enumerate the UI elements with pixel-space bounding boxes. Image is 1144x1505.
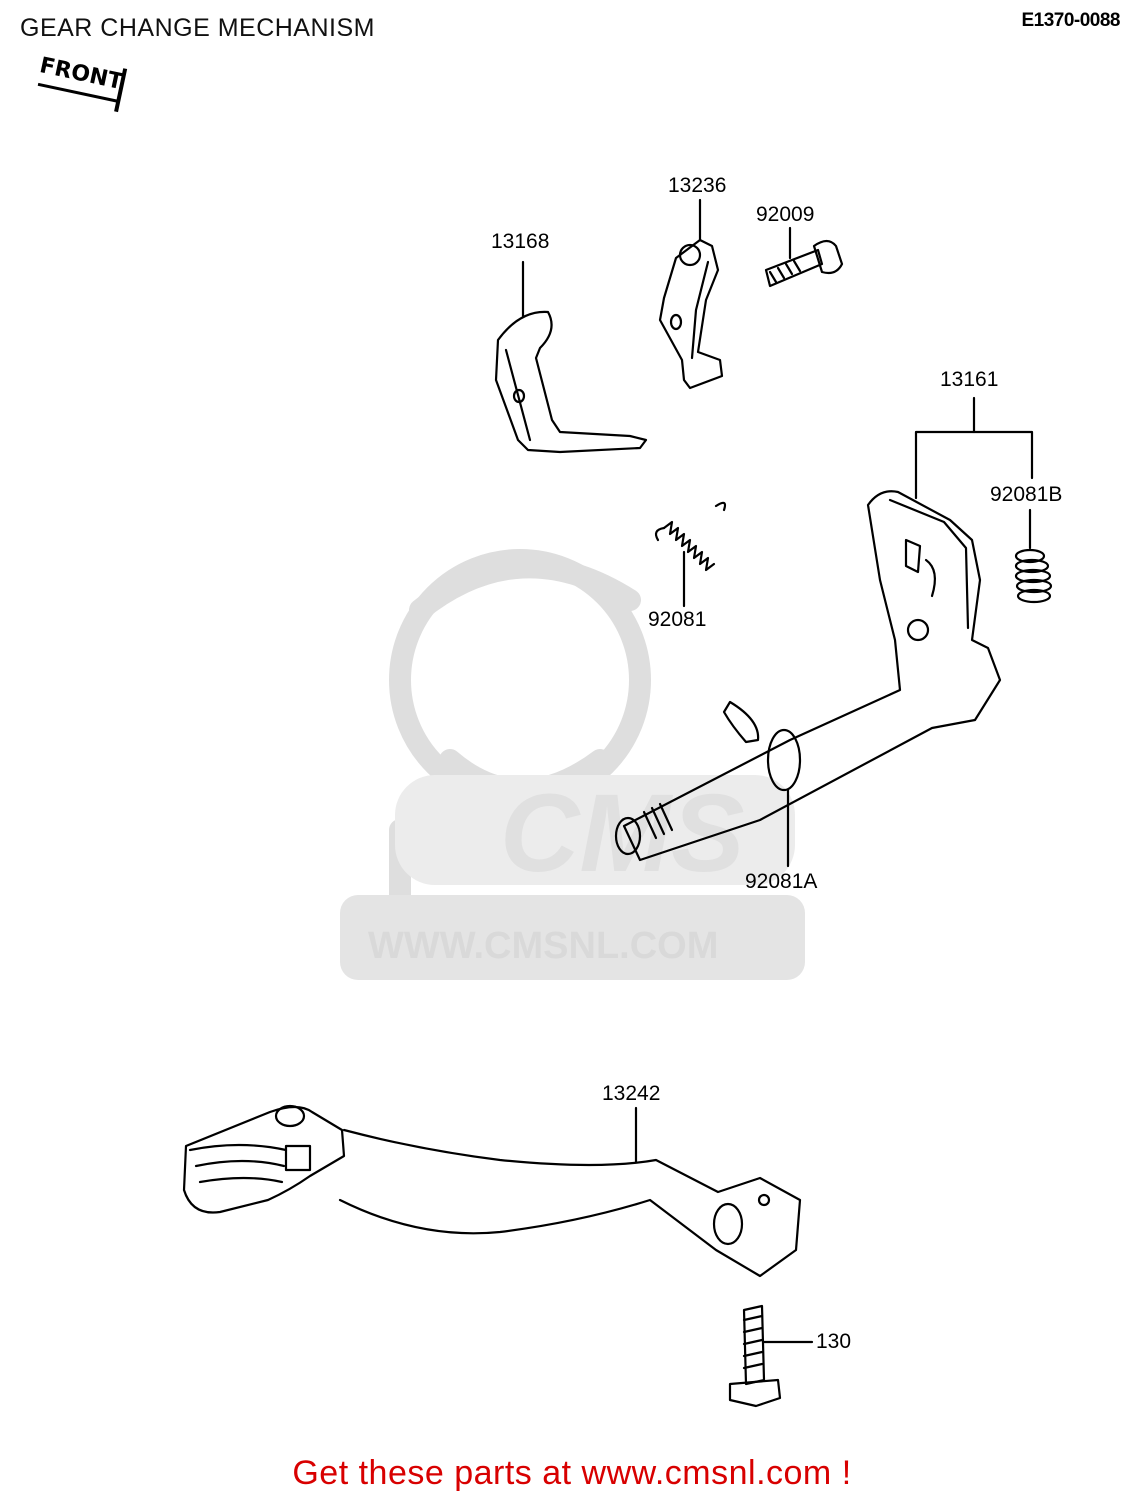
part-92081-spring <box>654 501 727 608</box>
part-13236-stopper <box>658 198 724 390</box>
part-92009-screw <box>764 226 844 288</box>
part-13168-bracket <box>494 260 648 454</box>
part-label-13236: 13236 <box>668 174 727 197</box>
part-label-13168: 13168 <box>491 230 550 253</box>
part-13242-shift-pedal <box>182 1104 802 1278</box>
part-label-130: 130 <box>816 1330 852 1353</box>
part-13161-shift-shaft <box>614 396 1034 862</box>
part-label-13161: 13161 <box>940 368 999 391</box>
part-92081b-spring <box>1014 508 1053 604</box>
part-label-92081a: 92081A <box>745 870 818 893</box>
page-title: GEAR CHANGE MECHANISM <box>20 14 375 42</box>
footer-link-text[interactable]: Get these parts at www.cmsnl.com ! <box>292 1454 852 1492</box>
part-130-bolt <box>728 1304 814 1408</box>
part-label-92009: 92009 <box>756 203 815 226</box>
part-label-13242: 13242 <box>602 1082 661 1105</box>
part-label-92081: 92081 <box>648 608 707 631</box>
diagram-code: E1370-0088 <box>1021 10 1120 31</box>
part-label-92081b: 92081B <box>990 483 1063 506</box>
